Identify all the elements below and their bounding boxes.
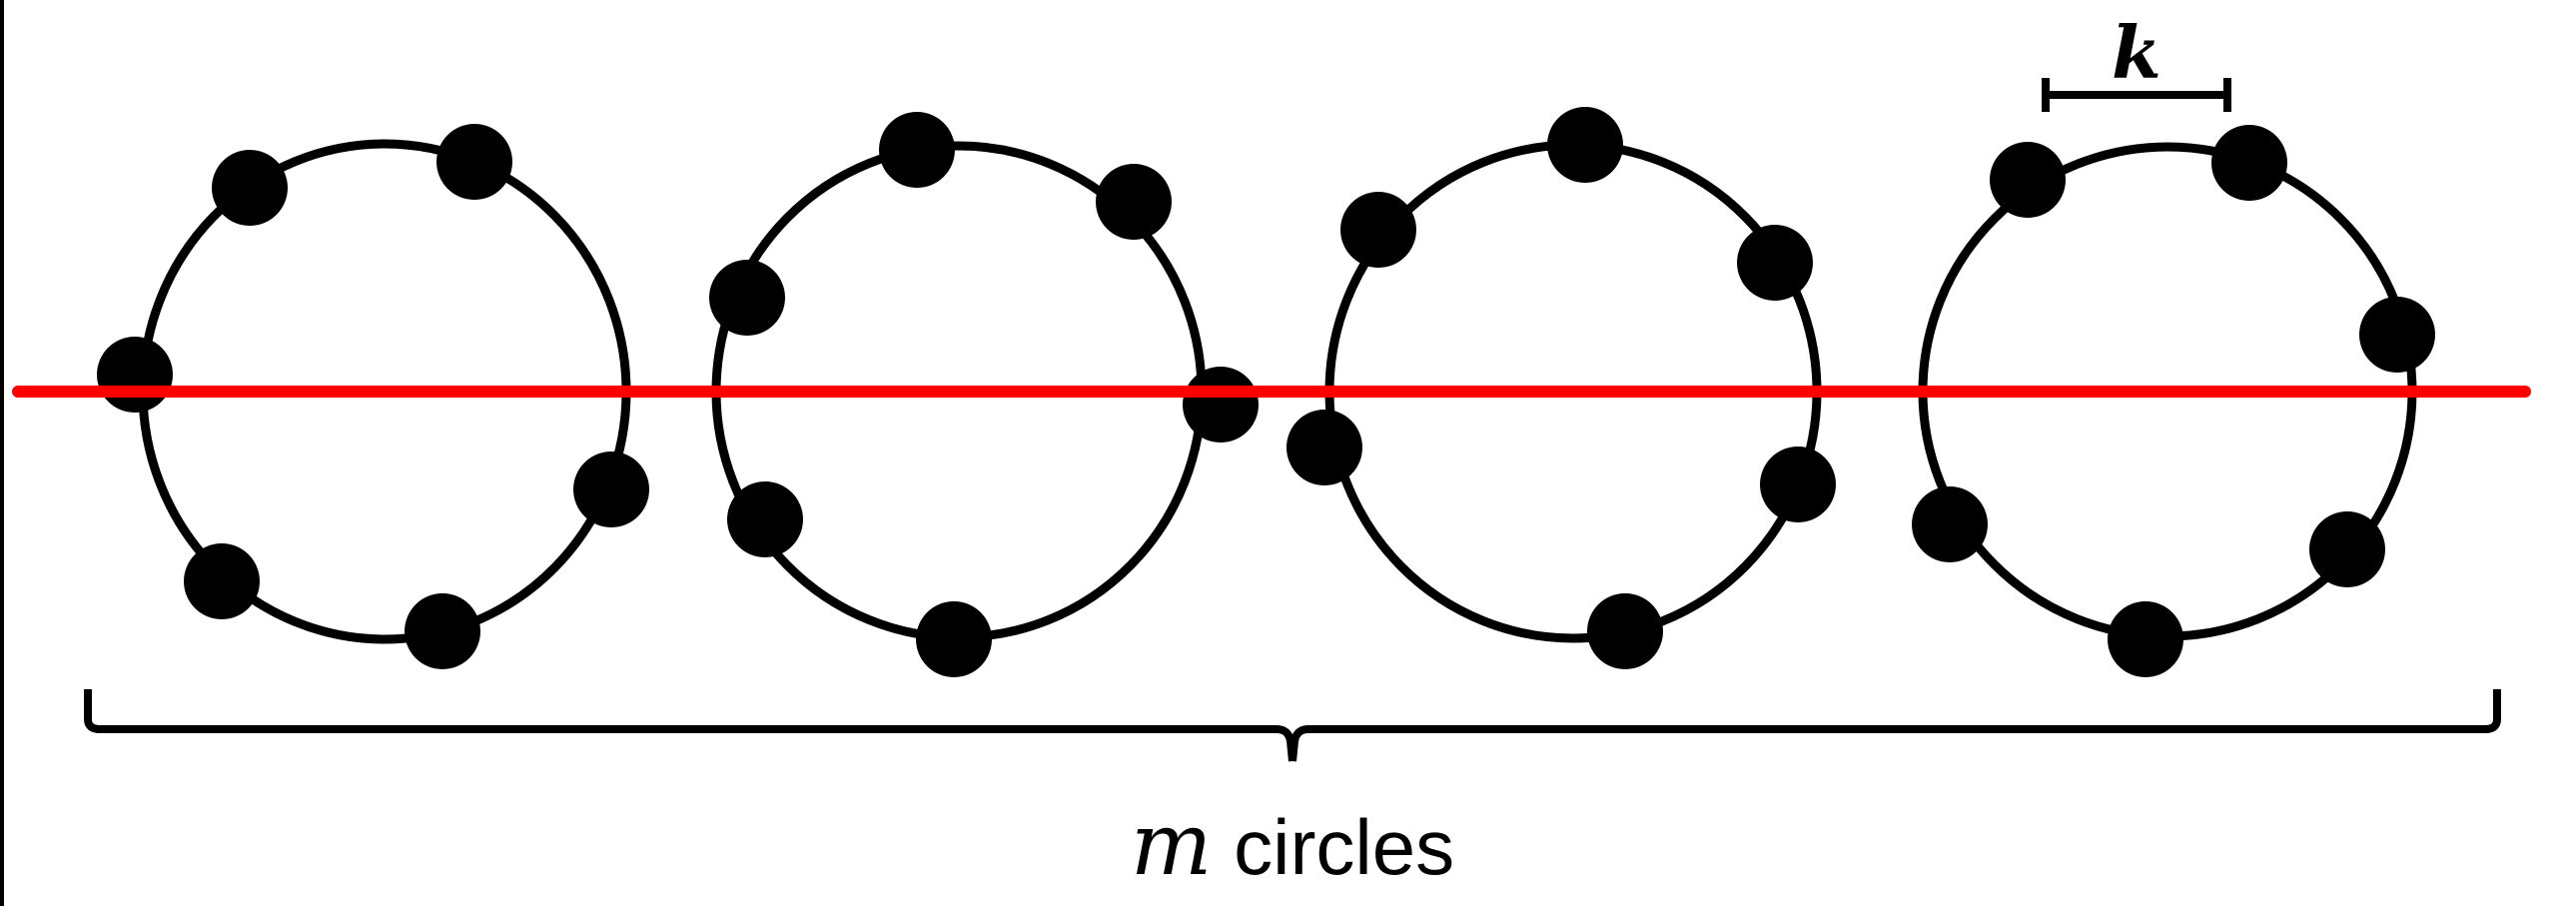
- circle-point: [916, 601, 992, 677]
- circle-point: [212, 150, 288, 226]
- circle-point: [1737, 225, 1813, 301]
- circle-point: [1547, 107, 1623, 183]
- circle-point: [2359, 297, 2435, 373]
- circle-point: [1990, 142, 2066, 218]
- circle-point: [573, 452, 649, 527]
- circle-point: [1096, 164, 1172, 240]
- circle-point: [2309, 511, 2385, 587]
- circles-word: circles: [1212, 803, 1454, 891]
- circle-point: [2108, 601, 2183, 677]
- m-variable: m: [1131, 795, 1213, 895]
- circle-point: [405, 593, 480, 669]
- m-circles-brace: [84, 689, 2501, 762]
- circle-point: [1760, 447, 1836, 522]
- circle-point: [879, 112, 955, 188]
- circle-point: [727, 481, 803, 557]
- circle-point: [1183, 367, 1259, 443]
- brace-label: m circles: [1131, 795, 1454, 895]
- left-border: [0, 0, 4, 906]
- circle-point: [709, 260, 785, 336]
- circle-point: [1587, 593, 1663, 669]
- k-measure-bar: [2042, 78, 2231, 112]
- circle-point: [97, 337, 173, 413]
- circle-1: [97, 124, 649, 669]
- circle-point: [184, 543, 260, 619]
- circle-point: [2211, 125, 2287, 201]
- circle-4: [1912, 125, 2435, 677]
- circle-point: [1340, 192, 1416, 268]
- circle-point: [436, 124, 512, 200]
- circle-point: [1287, 410, 1362, 485]
- circle-point: [1912, 486, 1988, 562]
- k-label: k: [2112, 10, 2161, 95]
